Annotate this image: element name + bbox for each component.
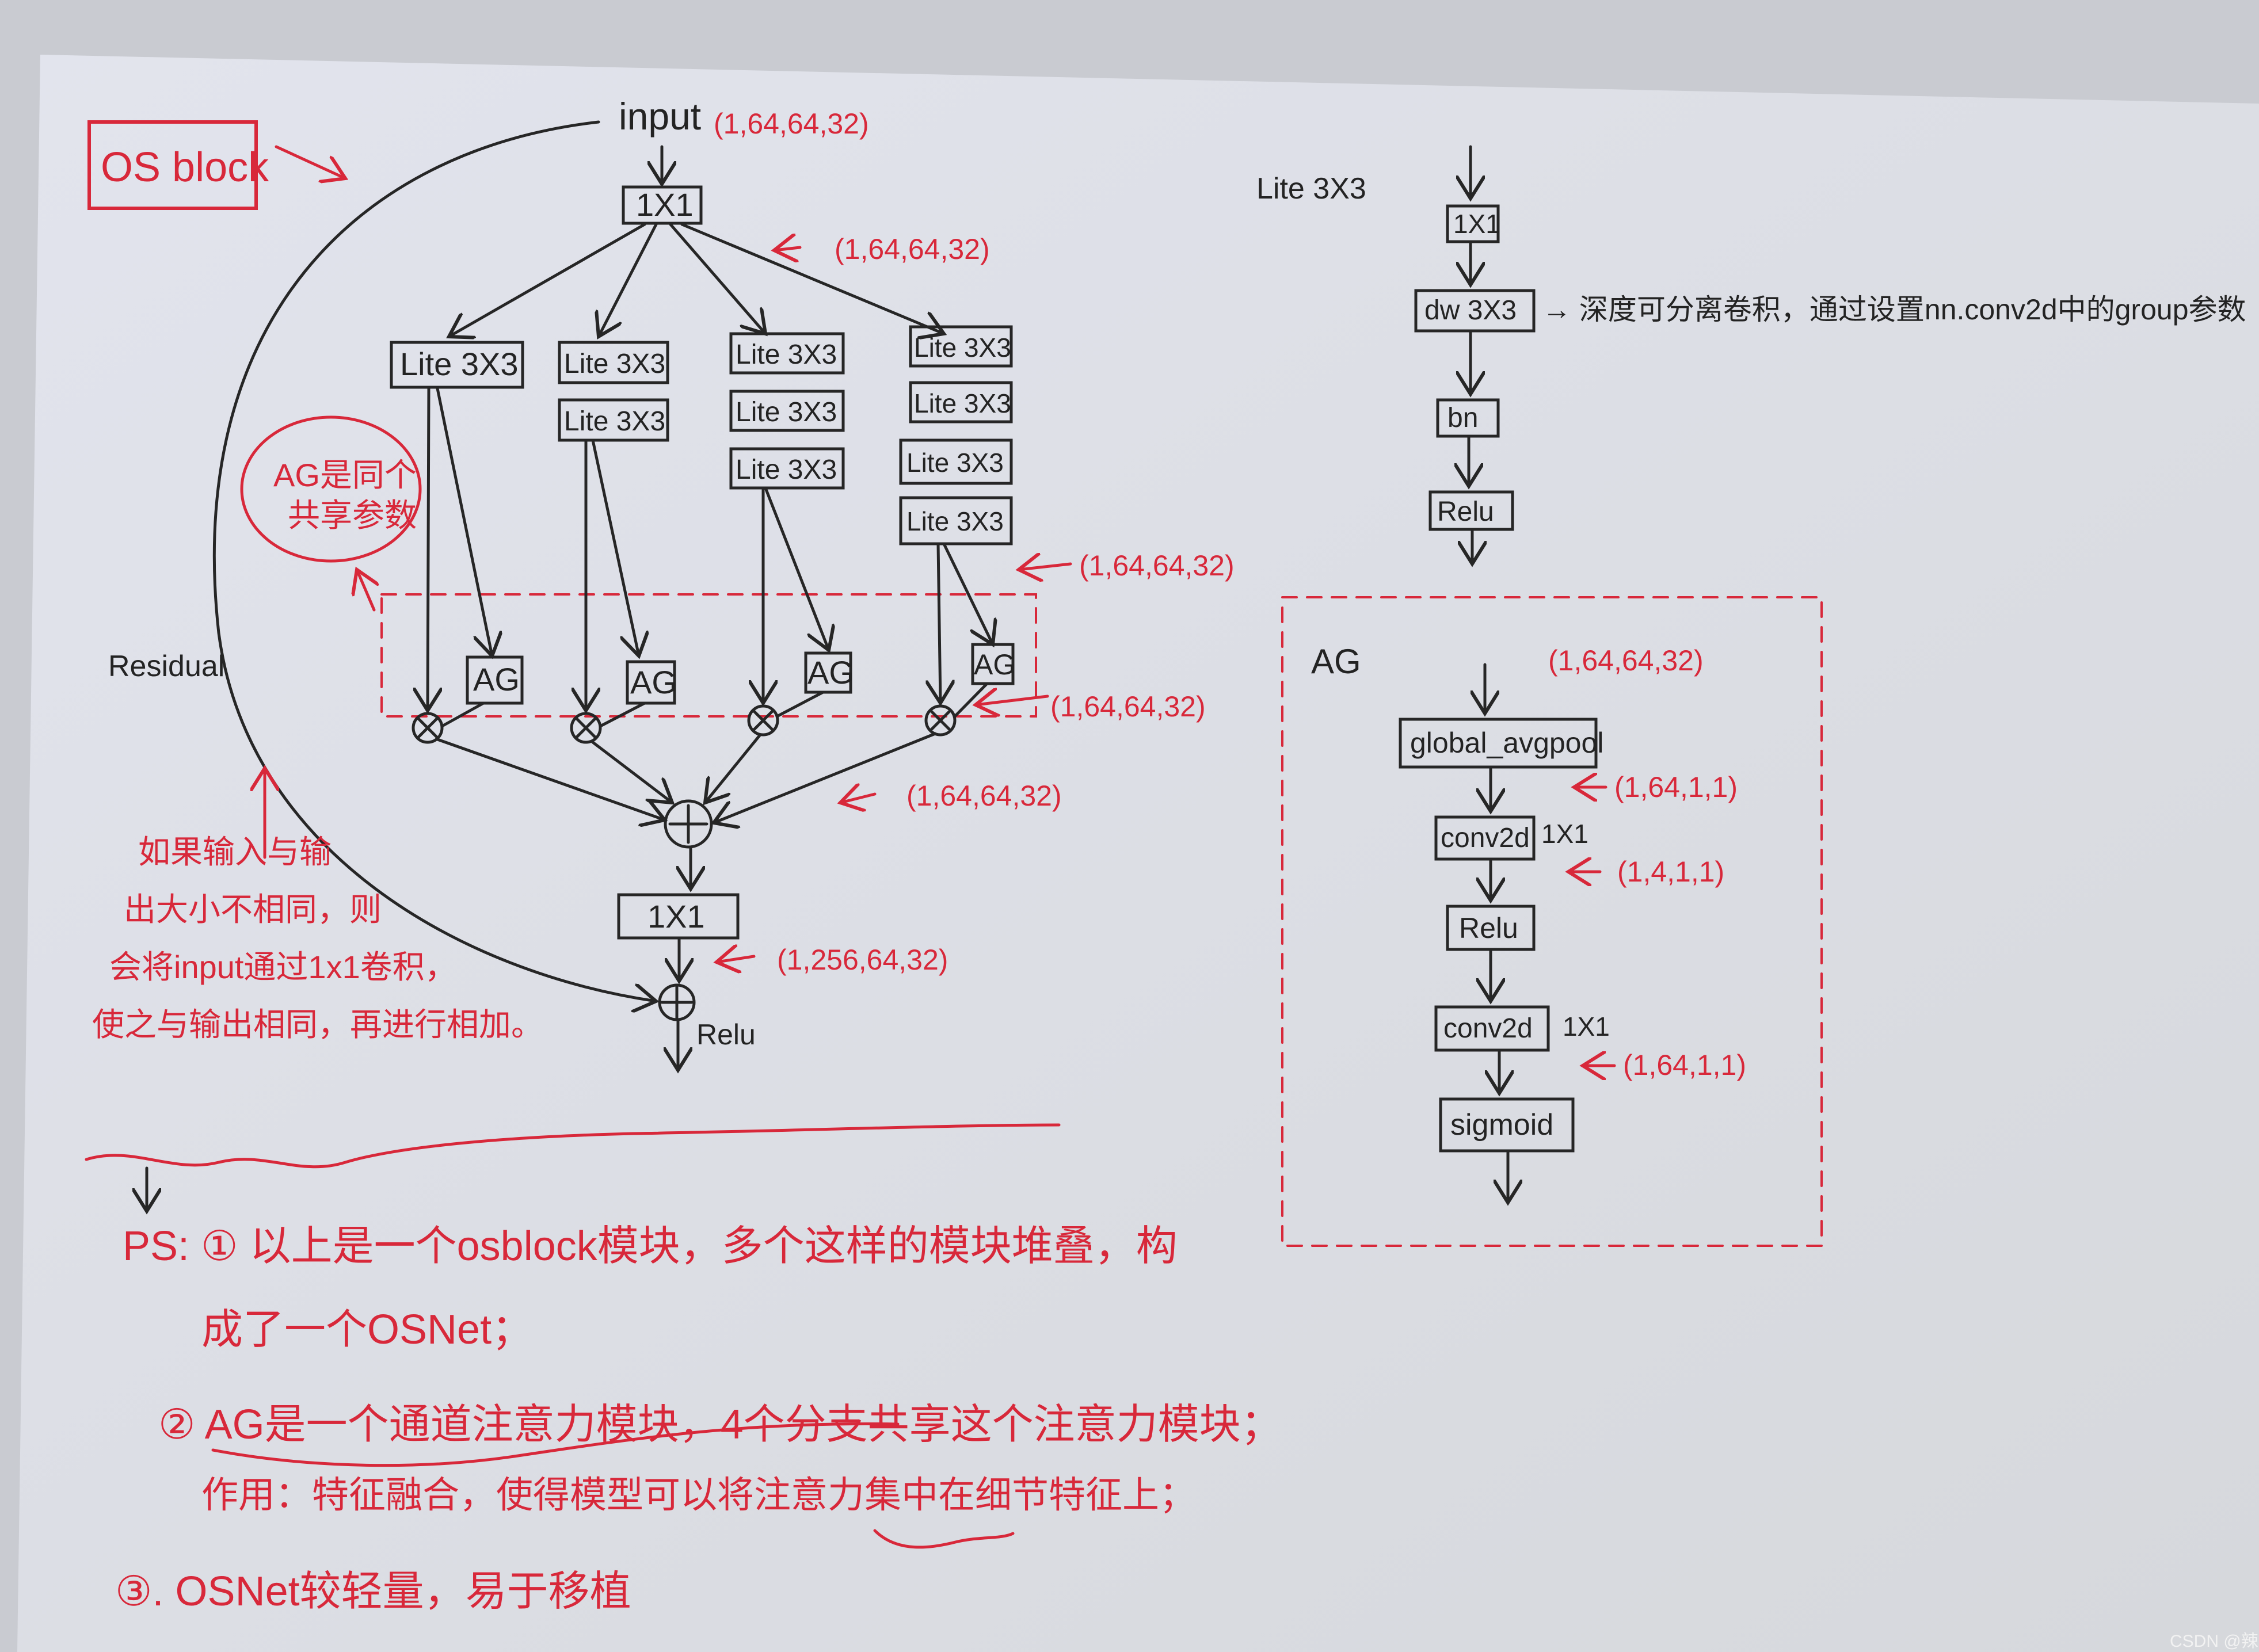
svg-text:1X1: 1X1 — [1541, 819, 1588, 849]
ag-step-global-avgpool: global_avgpool — [1399, 718, 1603, 769]
ps-notes: PS: ① 以上是一个osblock模块，多个这样的模块堆叠，构 成了一个OSN… — [115, 1223, 1282, 1615]
separator — [85, 1123, 1061, 1169]
osblock-title-text: OS block — [101, 144, 269, 190]
svg-text:PS: ① 以上是一个osblock模块，多个这样的模块堆叠: PS: ① 以上是一个osblock模块，多个这样的模块堆叠，构 — [123, 1223, 1178, 1269]
svg-text:dw 3X3: dw 3X3 — [1424, 295, 1517, 326]
sum-node — [664, 799, 713, 849]
residual-arc — [212, 120, 656, 1001]
svg-text:Lite 3X3: Lite 3X3 — [564, 349, 665, 379]
dw-note: → 深度可分离卷积，通过设置nn.conv2d中的group参数 — [1542, 293, 2246, 326]
ag-shape-1: (1,64,1,1) — [1614, 771, 1738, 803]
residual-add-node — [658, 983, 696, 1021]
branch-2: Lite 3X3 Lite 3X3 — [558, 341, 669, 442]
svg-text:如果输入与输: 如果输入与输 — [138, 834, 332, 870]
lite-shape: (1,64,64,32) — [1079, 550, 1235, 582]
lite-step-dw3x3: dw 3X3 — [1414, 289, 1536, 333]
input-label: input — [619, 95, 701, 138]
svg-text:1X1: 1X1 — [1453, 209, 1500, 239]
svg-text:Relu: Relu — [1459, 912, 1518, 944]
lite-title: Lite 3X3 — [1256, 172, 1366, 205]
conv2-shape: (1,256,64,32) — [777, 944, 948, 976]
svg-text:AG是同个: AG是同个 — [273, 457, 417, 493]
svg-text:sigmoid: sigmoid — [1450, 1108, 1553, 1142]
branch-4: Lite 3X3 Lite 3X3 Lite 3X3 Lite 3X3 — [899, 325, 1013, 545]
svg-text:③. OSNet较轻量，易于移植: ③. OSNet较轻量，易于移植 — [115, 1569, 631, 1615]
ag-shared-note: AG是同个 共享参数 — [240, 415, 422, 612]
svg-text:Lite 3X3: Lite 3X3 — [914, 388, 1011, 418]
conv1-shape: (1,64,64,32) — [835, 233, 990, 265]
ag-out-shape: (1,64,64,32) — [1050, 690, 1206, 723]
ag-boxes: AG AG AG AG — [466, 643, 1015, 705]
osblock-title: OS block — [87, 120, 345, 210]
branch-3: Lite 3X3 Lite 3X3 Lite 3X3 — [729, 332, 845, 490]
input-shape: (1,64,64,32) — [714, 108, 869, 140]
svg-text:使之与输出相同，再进行相加。: 使之与输出相同，再进行相加。 — [92, 1006, 543, 1043]
svg-text:Lite 3X3: Lite 3X3 — [914, 333, 1011, 363]
svg-text:conv2d: conv2d — [1441, 823, 1530, 853]
svg-text:AG: AG — [974, 648, 1015, 681]
ag-step-conv2d-2: conv2d 1X1 — [1434, 1005, 1610, 1052]
conv1x1-top: 1X1 — [622, 185, 703, 225]
paper — [17, 55, 2259, 1652]
svg-text:Lite 3X3: Lite 3X3 — [736, 455, 837, 485]
ag-input-shape: (1,64,64,32) — [1548, 644, 1704, 677]
svg-text:Lite 3X3: Lite 3X3 — [564, 406, 665, 437]
ag-step-sigmoid: sigmoid — [1439, 1097, 1575, 1153]
residual-label: Residual — [108, 650, 224, 683]
multiply-nodes — [412, 704, 957, 744]
svg-text:AG: AG — [630, 664, 677, 700]
branch-1: Lite 3X3 — [390, 341, 524, 389]
svg-text:bn: bn — [1447, 403, 1478, 433]
ag-shape-2: (1,4,1,1) — [1617, 856, 1724, 888]
ag-title: AG — [1311, 642, 1361, 681]
svg-text:作用：特征融合，使得模型可以将注意力集中在细节特征上；: 作用：特征融合，使得模型可以将注意力集中在细节特征上； — [201, 1474, 1196, 1516]
svg-text:Lite 3X3: Lite 3X3 — [906, 448, 1004, 478]
residual-note: 如果输入与输 出大小不相同，则 会将input通过1x1卷积， 使之与输出相同，… — [92, 834, 543, 1043]
svg-text:Lite 3X3: Lite 3X3 — [736, 339, 837, 370]
svg-text:成了一个OSNet；: 成了一个OSNet； — [201, 1307, 533, 1353]
svg-text:出大小不相同，则: 出大小不相同，则 — [124, 891, 382, 928]
svg-text:global_avgpool: global_avgpool — [1410, 727, 1603, 759]
svg-text:Lite 3X3: Lite 3X3 — [400, 346, 519, 382]
svg-text:② AG是一个通道注意力模块，4个分支共享这个注意力模块；: ② AG是一个通道注意力模块，4个分支共享这个注意力模块； — [158, 1402, 1282, 1448]
svg-text:1X1: 1X1 — [636, 186, 694, 223]
svg-text:1X1: 1X1 — [647, 898, 705, 934]
svg-text:共享参数: 共享参数 — [288, 497, 417, 533]
svg-text:AG: AG — [807, 654, 854, 690]
ag-step-conv2d-1: conv2d 1X1 — [1434, 815, 1588, 861]
lite-step-1x1: 1X1 — [1446, 204, 1500, 243]
svg-text:Relu: Relu — [1437, 497, 1494, 527]
watermark: CSDN @辣大辣条 — [2170, 1632, 2259, 1651]
svg-text:Lite 3X3: Lite 3X3 — [736, 397, 837, 428]
relu-label: Relu — [696, 1018, 756, 1051]
svg-text:conv2d: conv2d — [1443, 1013, 1533, 1044]
svg-text:AG: AG — [473, 661, 520, 697]
svg-text:会将input通过1x1卷积，: 会将input通过1x1卷积， — [109, 949, 457, 985]
ag-shape-3: (1,64,1,1) — [1623, 1049, 1746, 1081]
svg-text:Lite 3X3: Lite 3X3 — [906, 506, 1004, 536]
ag-region — [380, 593, 1037, 718]
sum-shape: (1,64,64,32) — [906, 780, 1062, 812]
svg-text:1X1: 1X1 — [1563, 1012, 1610, 1041]
